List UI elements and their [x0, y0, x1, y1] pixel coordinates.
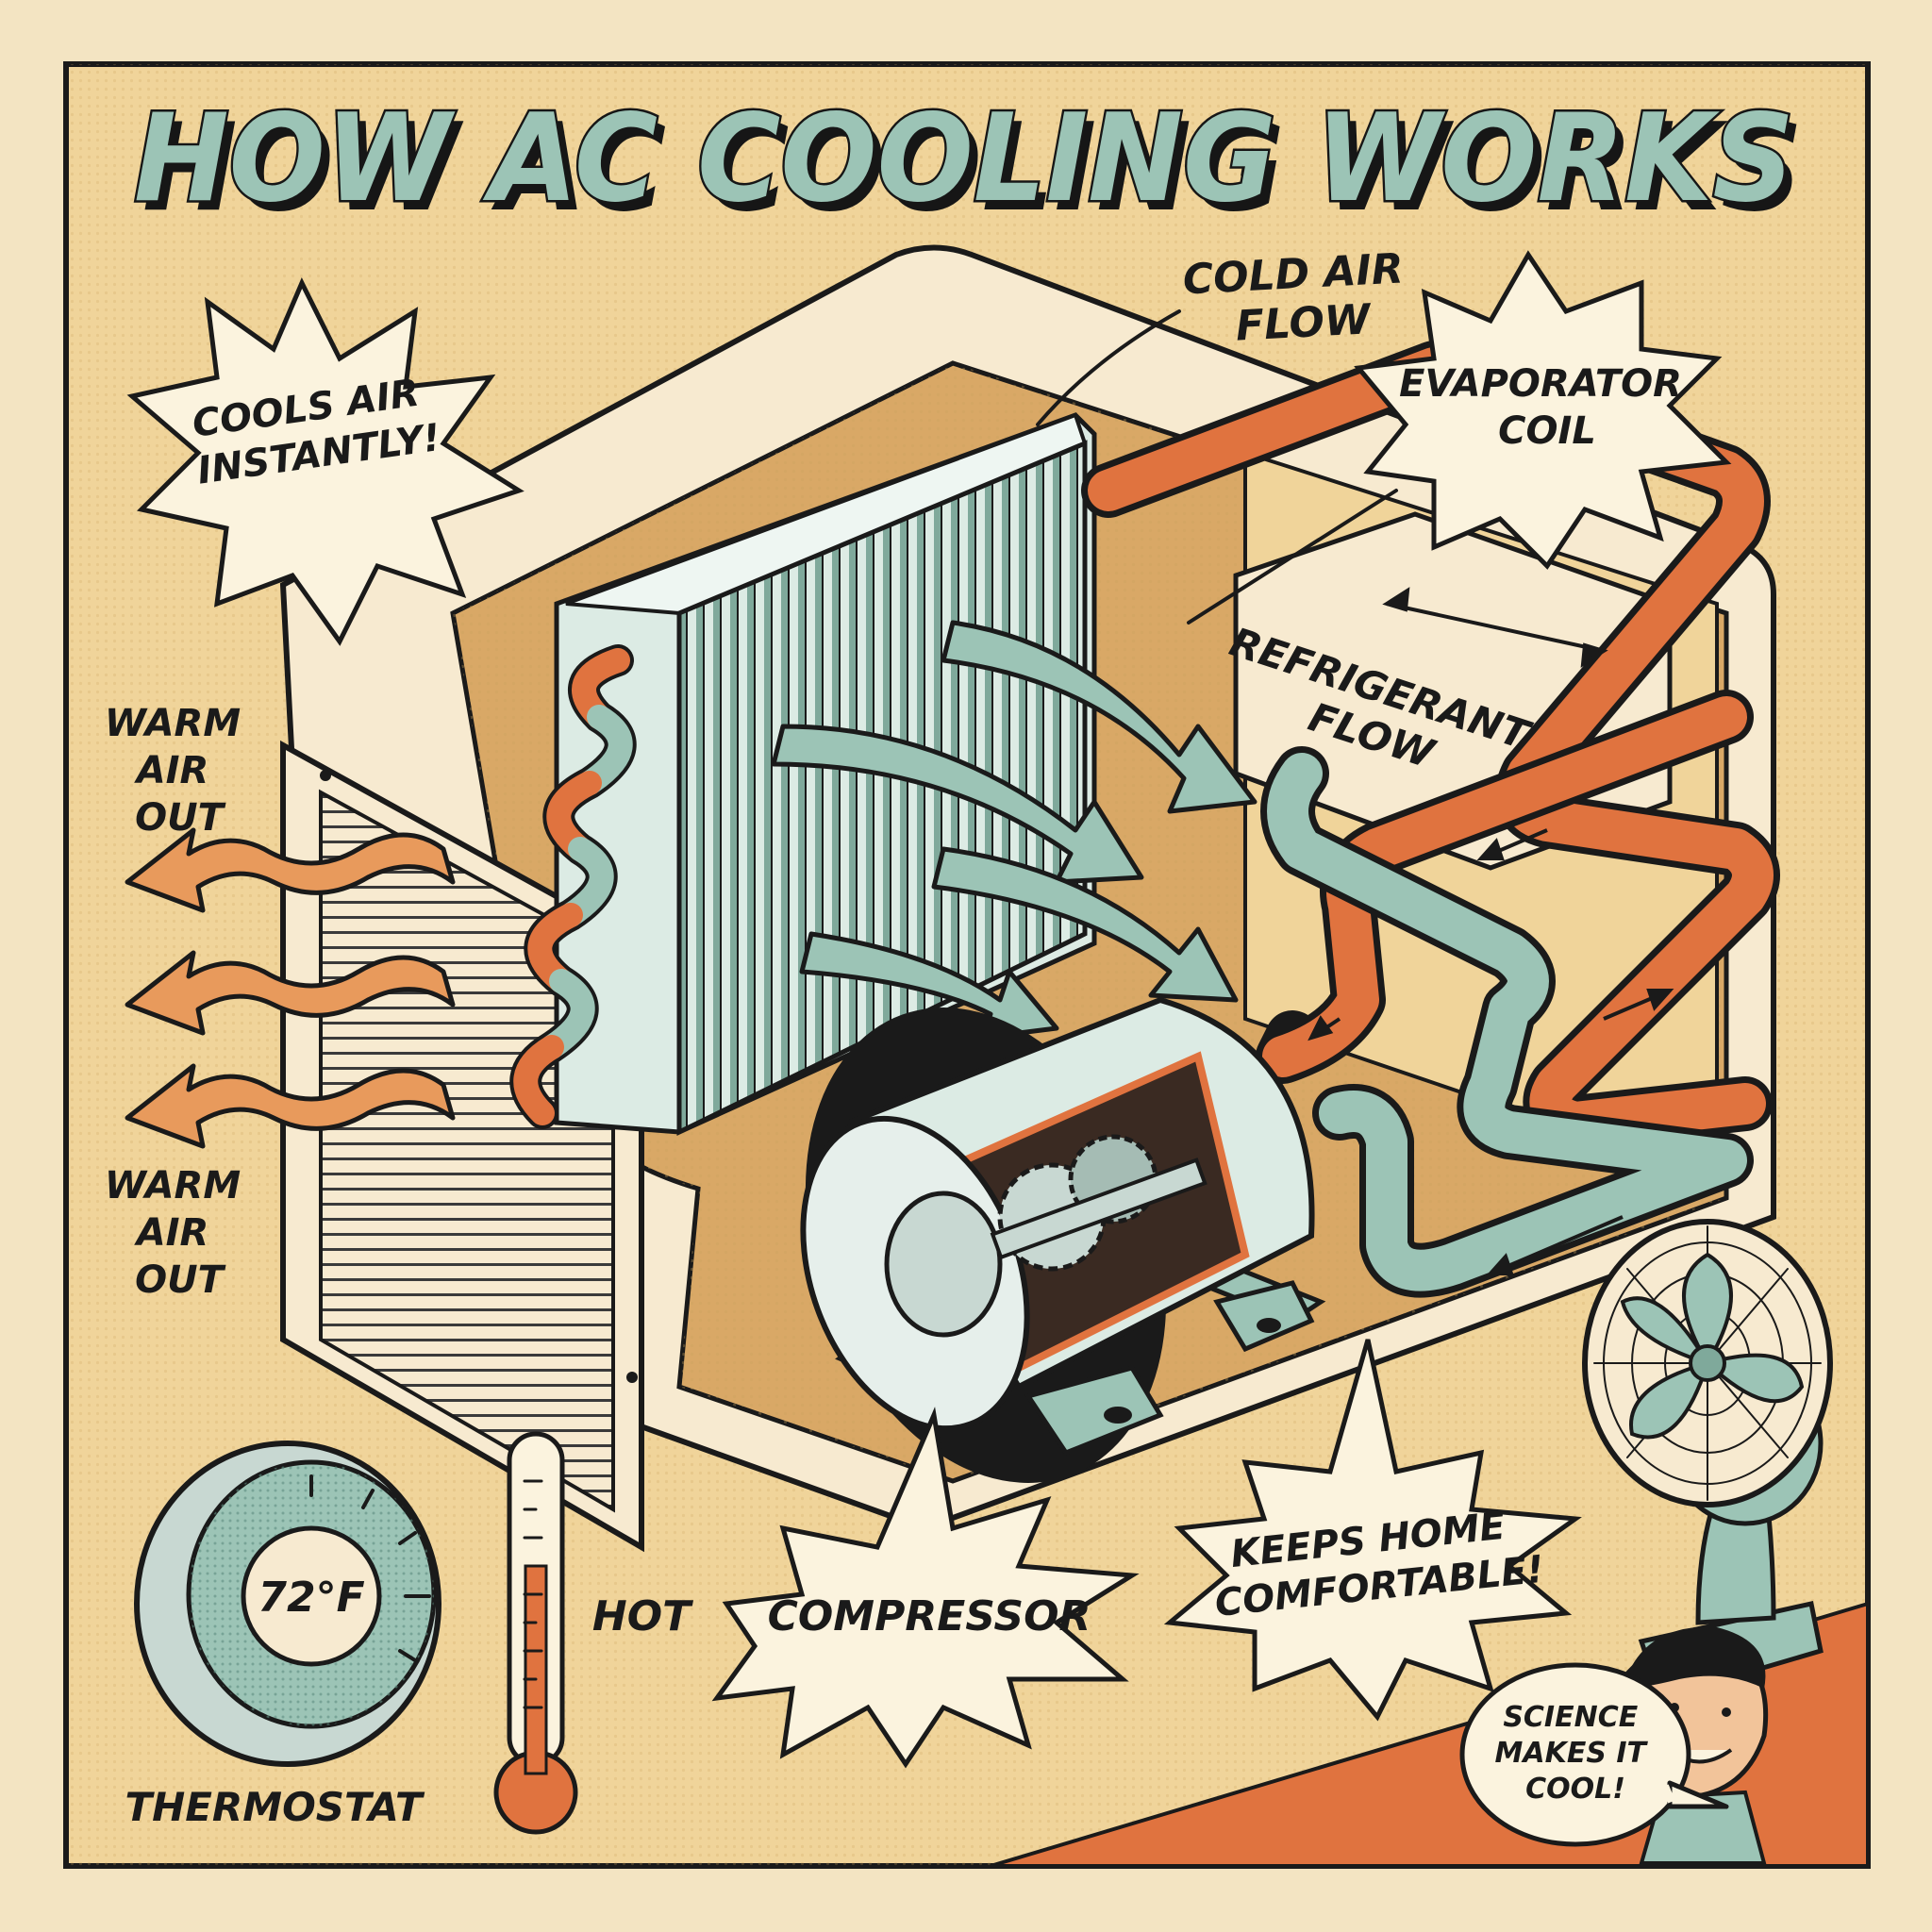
thermostat-ticks [309, 1474, 431, 1662]
warm-air-arrows [125, 827, 456, 1149]
speech-bubble: SCIENCE MAKES IT COOL! [1459, 1662, 1729, 1847]
svg-text:EVAPORATOR COIL: EVAPORATOR COIL [1399, 362, 1695, 453]
thermometer-ticks [523, 1479, 543, 1709]
condenser-fins [676, 440, 1088, 1137]
compressor-label: COMPRESSOR [768, 1592, 1091, 1641]
thermostat-reading: 72°F [258, 1574, 364, 1622]
callout-compressor: COMPRESSOR [711, 1407, 1140, 1769]
refrigerant-direction-arrows [1307, 587, 1674, 1275]
warm-air-out-top: WARM AIR OUT [105, 702, 254, 840]
fan-blades [1620, 1252, 1805, 1440]
thermostat-label: THERMOSTAT [125, 1784, 425, 1830]
callout-evaporator-coil: EVAPORATOR COIL [1187, 250, 1732, 625]
cold-air-arrows [771, 620, 1257, 1041]
cold-air-line-2: FLOW [1235, 295, 1374, 351]
evaporator-line-2: COIL [1498, 409, 1596, 453]
svg-text:SCIENCE MAKES IT C: SCIENCE MAKES IT COOL! [1495, 1701, 1657, 1806]
cold-air-line-1: COLD AIR [1182, 244, 1405, 304]
compressor-assembly [800, 996, 1326, 1483]
svg-text:COLD AIR FLOW: COLD AIR FLOW [1182, 244, 1422, 354]
callout-keeps-home: KEEPS HOME COMFORTABLE! [1163, 1339, 1582, 1722]
thermostat: 72°F THERMOSTAT [125, 1441, 441, 1830]
page-title: HOW AC COOLING WORKS [134, 89, 1794, 229]
speech-line-2: MAKES IT [1495, 1737, 1649, 1770]
evaporator-line-1: EVAPORATOR [1399, 362, 1682, 406]
thermometer: HOT [493, 1431, 693, 1835]
refrigerant-pipes [1081, 341, 1780, 1298]
ac-unit [279, 244, 1780, 1553]
condenser-coil-loops [509, 644, 637, 1129]
hot-label: HOT [592, 1592, 693, 1641]
poster-title: HOW AC COOLING WORKS HOW AC COOLING WORK… [132, 87, 1804, 240]
callout-cold-air-flow: COLD AIR FLOW [1036, 244, 1422, 426]
title-shadow: HOW AC COOLING WORKS [142, 98, 1803, 239]
speech-line-1: SCIENCE [1503, 1701, 1638, 1734]
callout-cools-air: COOLS AIR INSTANTLY! [126, 277, 525, 646]
warm-air-out-bottom: WARM AIR OUT [105, 1164, 254, 1302]
speech-line-3: COOL! [1525, 1773, 1625, 1806]
desk-fan [1582, 1219, 1833, 1702]
